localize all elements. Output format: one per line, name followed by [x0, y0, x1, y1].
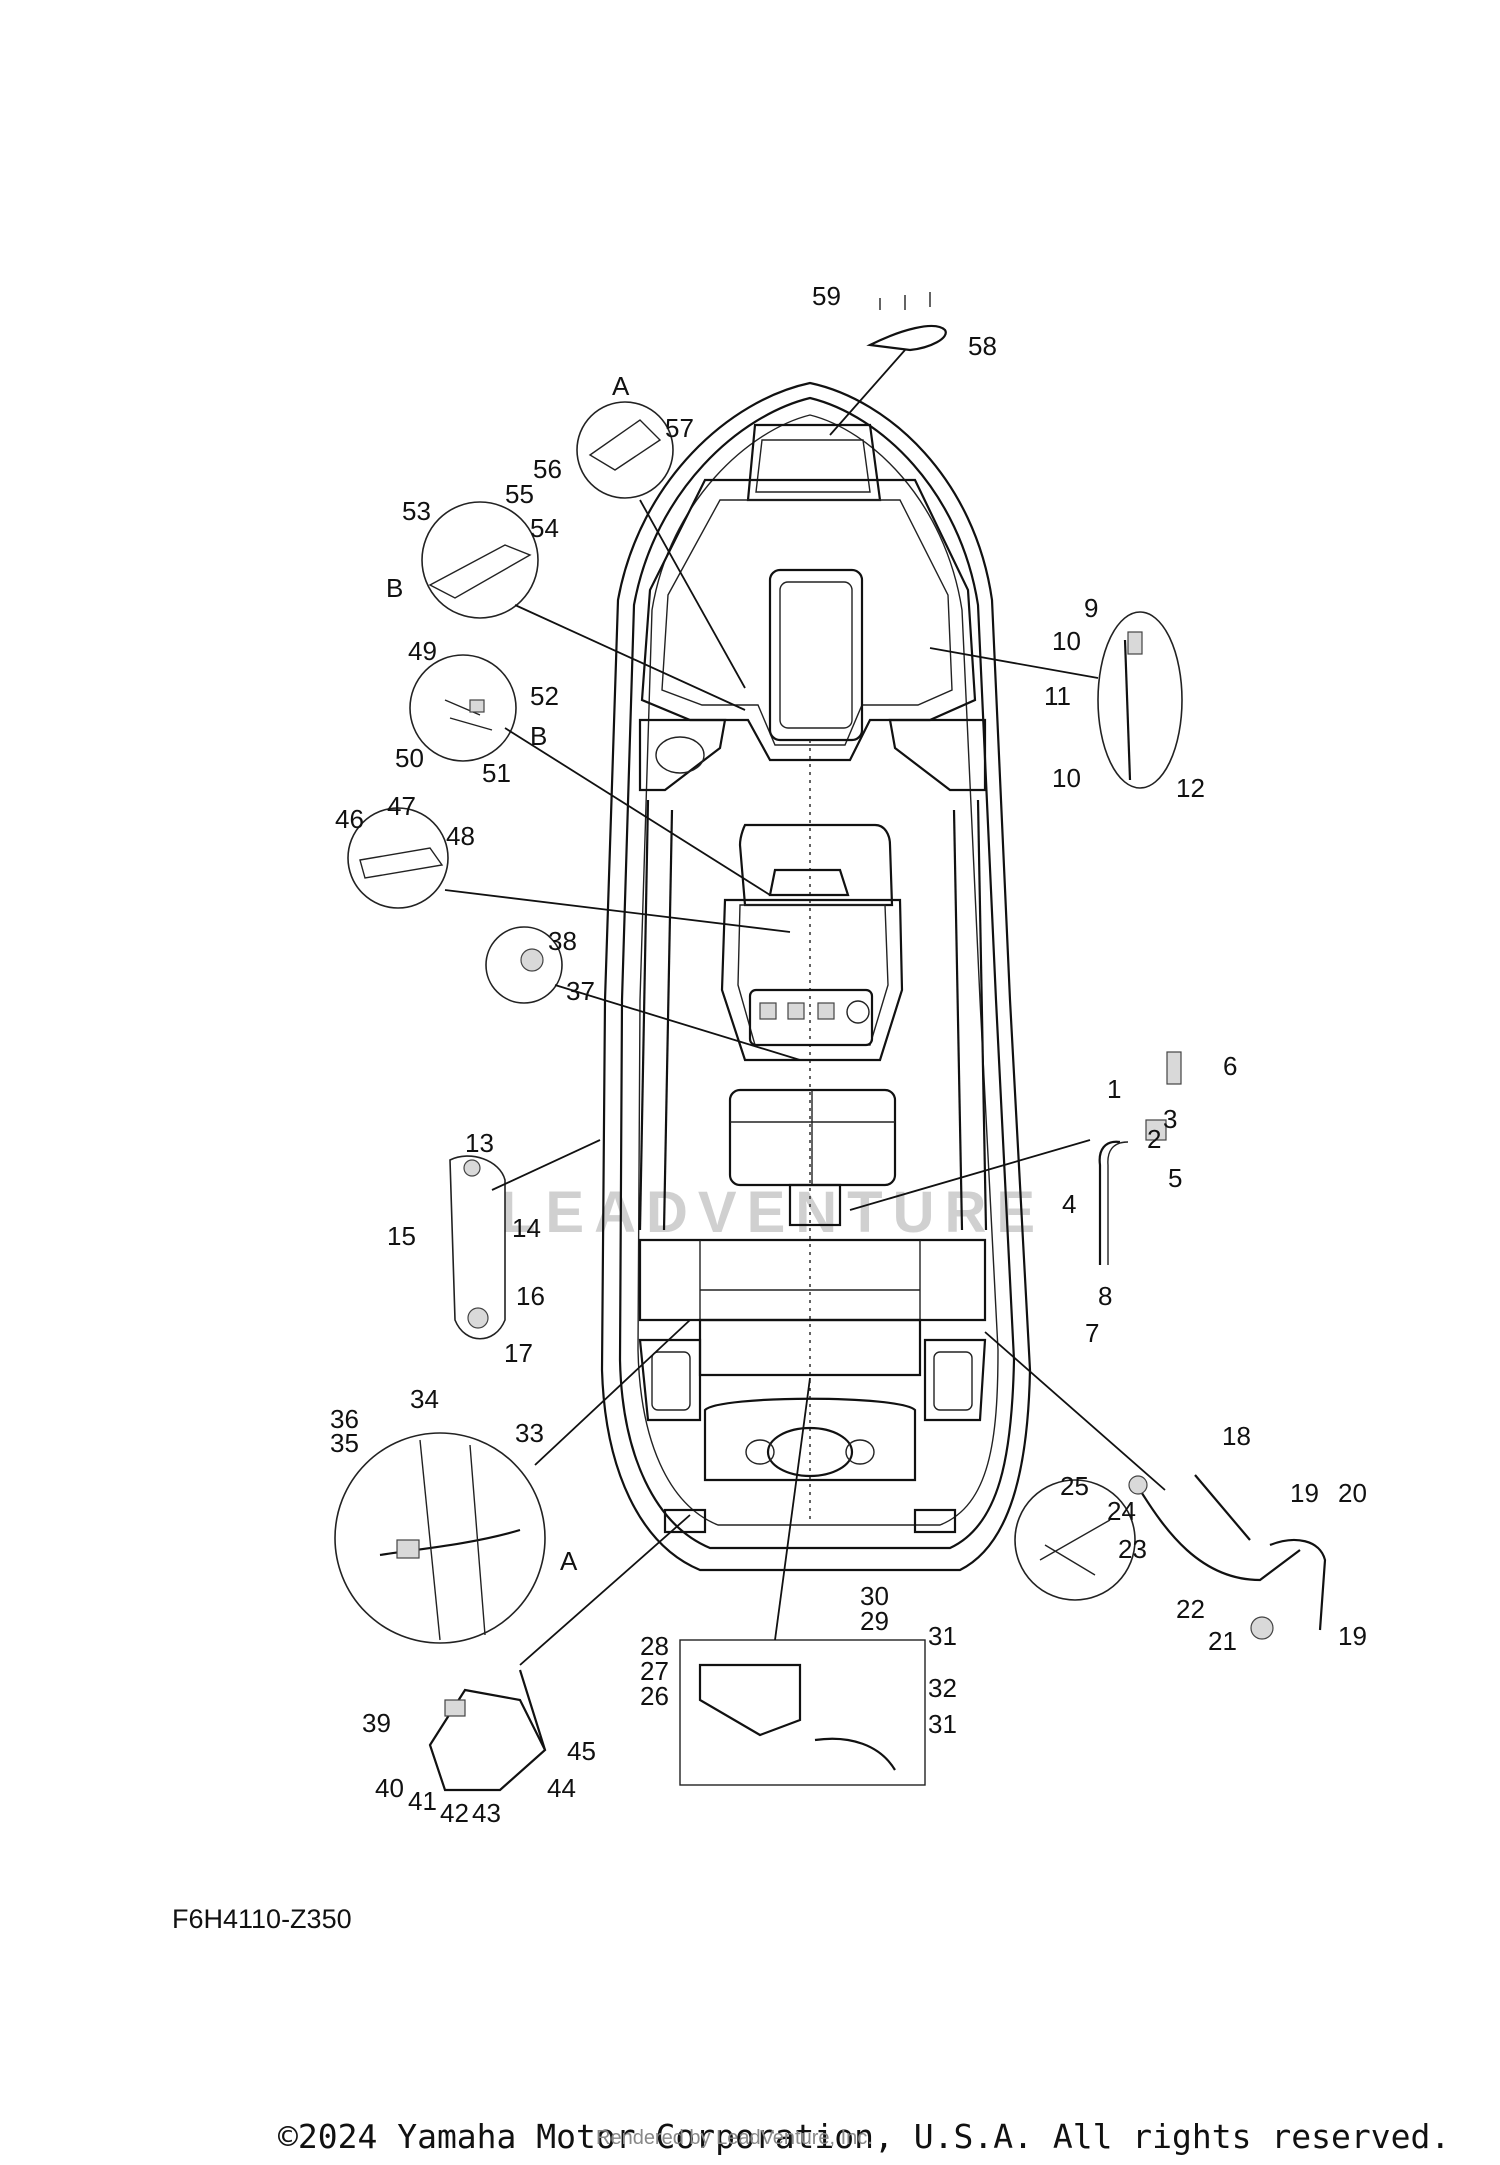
callout-label: 50 — [395, 743, 424, 773]
callout-label: 27 — [640, 1656, 669, 1686]
callout-label: 2 — [1147, 1124, 1161, 1154]
callout-label: 23 — [1118, 1534, 1147, 1564]
callout-label: 33 — [515, 1418, 544, 1448]
callout-label: 54 — [530, 513, 559, 543]
callout-label: 9 — [1084, 593, 1098, 623]
callout-label: 40 — [375, 1773, 404, 1803]
callout-label: 41 — [408, 1786, 437, 1816]
callout-label: 35 — [330, 1428, 359, 1458]
callout-label: 32 — [928, 1673, 957, 1703]
callout-label: 49 — [408, 636, 437, 666]
callout-label: 19 — [1290, 1478, 1319, 1508]
callout-label: 7 — [1085, 1318, 1099, 1348]
callout-label: 39 — [362, 1708, 391, 1738]
callout-label: 29 — [860, 1606, 889, 1636]
callout-label: 21 — [1208, 1626, 1237, 1656]
callout-label: 19 — [1338, 1621, 1367, 1651]
callout-label: 22 — [1176, 1594, 1205, 1624]
callout-label: A — [612, 371, 630, 401]
callout-label: 51 — [482, 758, 511, 788]
callout-label: 28 — [640, 1631, 669, 1661]
callout-label: 46 — [335, 804, 364, 834]
callout-label: 14 — [512, 1213, 541, 1243]
callout-label: 38 — [548, 926, 577, 956]
callout-label: 3 — [1163, 1104, 1177, 1134]
callout-label: 25 — [1060, 1471, 1089, 1501]
callout-label: 44 — [547, 1773, 576, 1803]
callout-label: 13 — [465, 1128, 494, 1158]
callout-label: 24 — [1107, 1496, 1136, 1526]
callout-label: 52 — [530, 681, 559, 711]
watermark: LEADVENTURE — [500, 1180, 1045, 1245]
callout-label: B — [386, 573, 403, 603]
callout-label: 31 — [928, 1709, 957, 1739]
callout-label: 47 — [387, 791, 416, 821]
callout-label: 10 — [1052, 763, 1081, 793]
callout-label: 12 — [1176, 773, 1205, 803]
callout-label: 15 — [387, 1221, 416, 1251]
callout-label: 4 — [1062, 1189, 1076, 1219]
callout-label: B — [530, 721, 547, 751]
callout-label: 56 — [533, 454, 562, 484]
callout-label: 8 — [1098, 1281, 1112, 1311]
figure-code: F6H4110-Z350 — [172, 1904, 352, 1934]
copyright-notice: ©2024 Yamaha Motor Corporation, U.S.A. A… — [278, 2117, 1451, 2156]
boat-hull — [600, 381, 1032, 1572]
callout-label: 1 — [1107, 1074, 1121, 1104]
callout-label: 5 — [1168, 1163, 1182, 1193]
callout-label: 31 — [928, 1621, 957, 1651]
callout-label: 45 — [567, 1736, 596, 1766]
callout-label: 20 — [1338, 1478, 1367, 1508]
callout-label: 6 — [1223, 1051, 1237, 1081]
callout-label: 17 — [504, 1338, 533, 1368]
callout-label: 43 — [472, 1798, 501, 1828]
callout-label: 26 — [640, 1681, 669, 1711]
rendered-by-notice: Rendered by LeadVenture, Inc. — [596, 2127, 873, 2149]
callout-label: 16 — [516, 1281, 545, 1311]
callout-label: 34 — [410, 1384, 439, 1414]
callout-label: 55 — [505, 479, 534, 509]
callout-label: 36 — [330, 1404, 359, 1434]
callout-label: 37 — [566, 976, 595, 1006]
callout-label: 57 — [665, 413, 694, 443]
callout-label: 59 — [812, 281, 841, 311]
callout-label: 11 — [1044, 681, 1071, 711]
callout-label: 58 — [968, 331, 997, 361]
callout-label: 53 — [402, 496, 431, 526]
detail-views — [334, 292, 1327, 1792]
callout-label: 30 — [860, 1581, 889, 1611]
callout-label: 42 — [440, 1798, 469, 1828]
callout-labels: 59 58 A 57 56 53 55 54 B 49 52 B 50 51 4… — [330, 281, 1367, 1828]
callout-label: 18 — [1222, 1421, 1251, 1451]
callout-label: A — [560, 1546, 578, 1576]
callout-label: 10 — [1052, 626, 1081, 656]
callout-label: 48 — [446, 821, 475, 851]
